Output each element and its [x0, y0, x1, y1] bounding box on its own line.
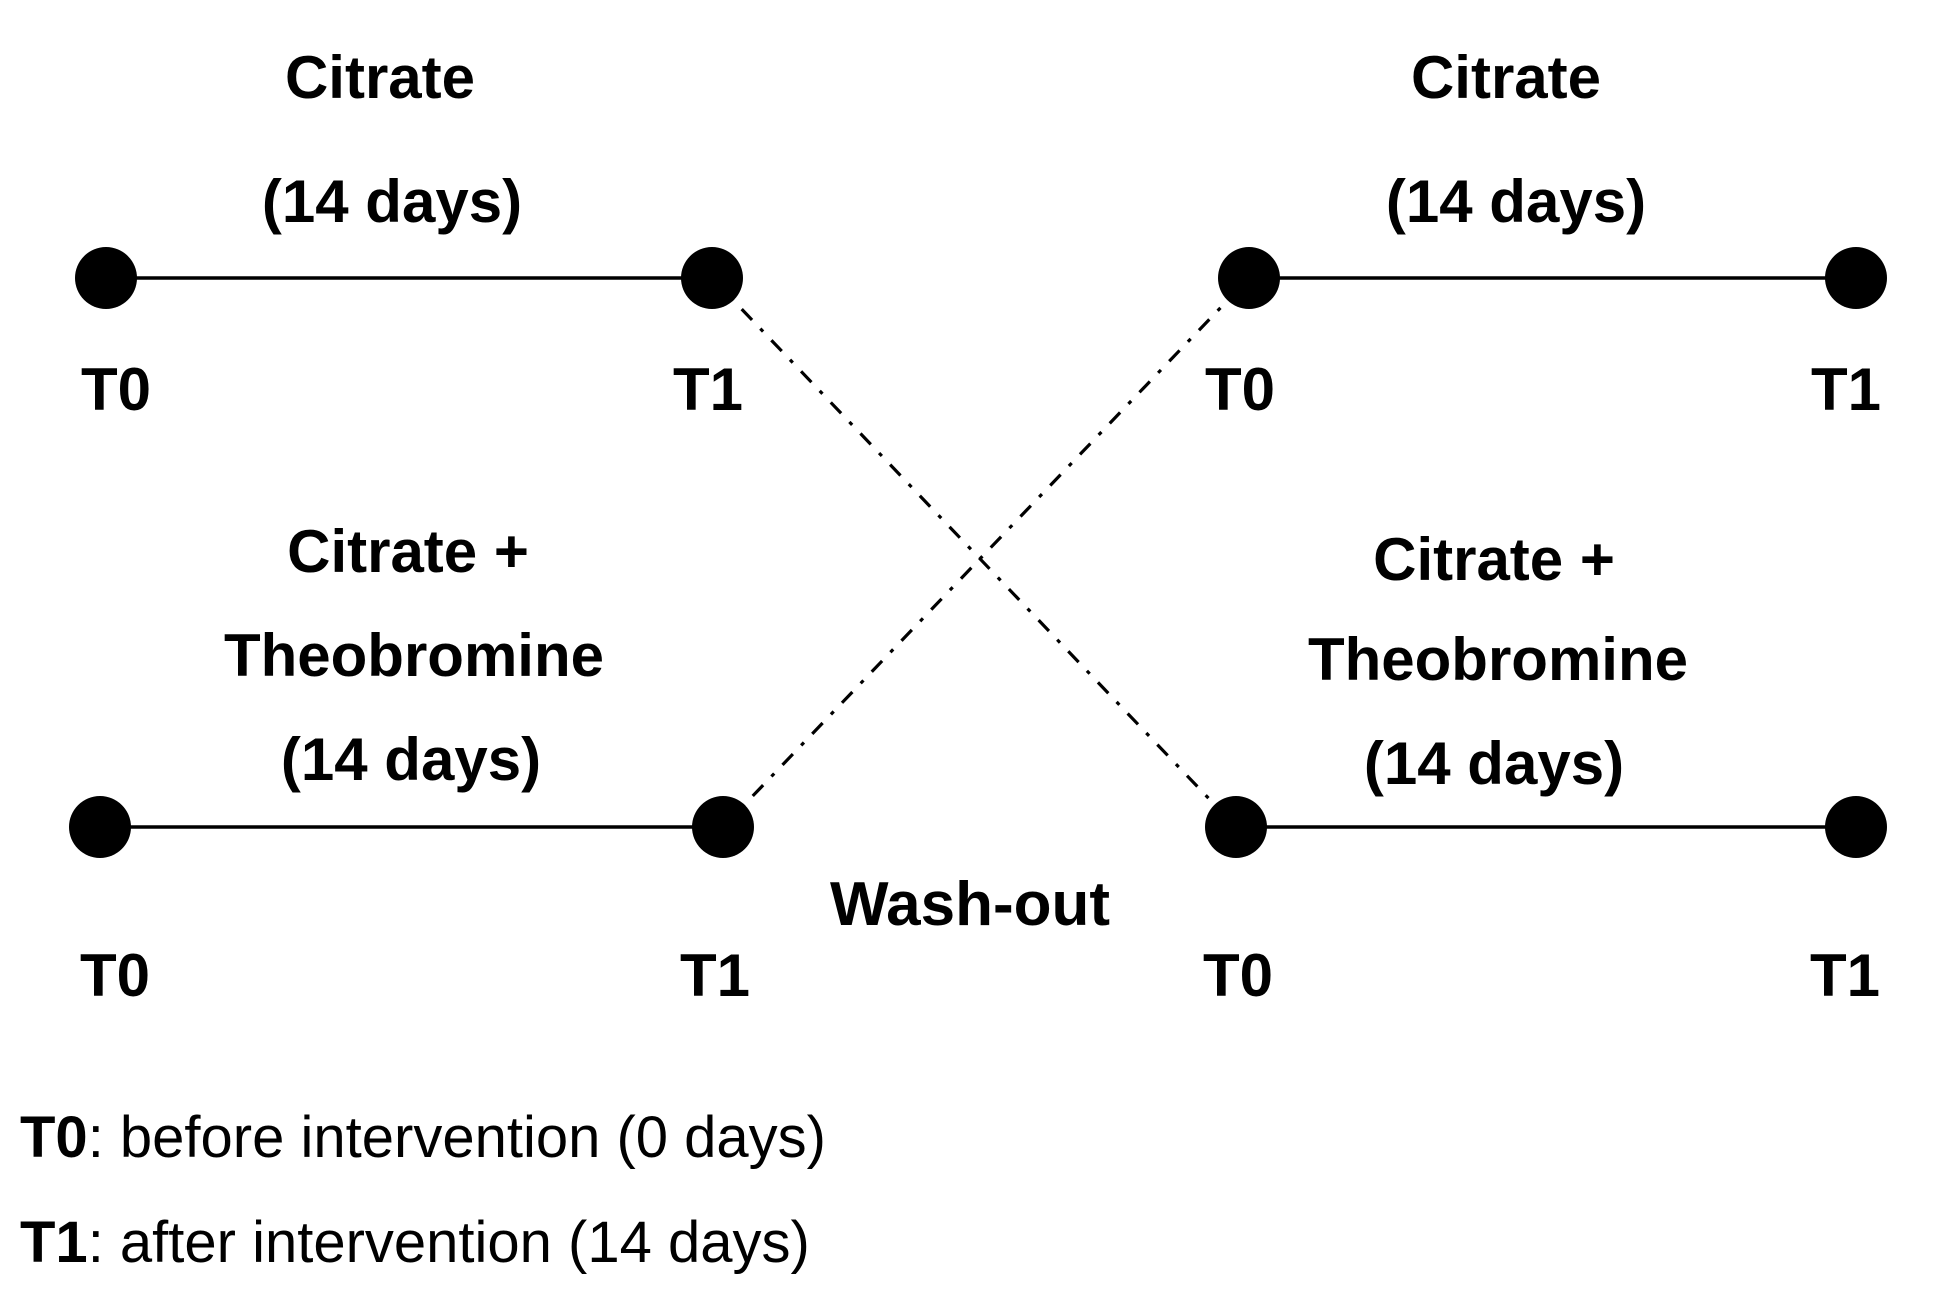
legend-definition-t0: : before intervention (0 days) [88, 1105, 826, 1170]
timepoint-dot-t0 [1218, 247, 1280, 309]
timepoint-label-t0: T0 [1205, 356, 1275, 423]
arm-title-line: Theobromine [224, 622, 604, 689]
arm-title-line: Citrate [285, 44, 475, 111]
timepoint-label-t1: T1 [1811, 356, 1881, 423]
timepoint-dot-t0 [75, 247, 137, 309]
timepoint-label-t0: T0 [1203, 942, 1273, 1009]
legend-line-t0: T0: before intervention (0 days) [20, 1105, 826, 1170]
arm-top-left: Citrate (14 days) T0 T1 [75, 44, 743, 423]
timepoint-label-t0: T0 [81, 356, 151, 423]
timepoint-dot-t1 [1825, 247, 1887, 309]
timepoint-dot-t1 [1825, 796, 1887, 858]
arm-duration-line: (14 days) [1386, 168, 1646, 235]
timepoint-label-t1: T1 [680, 942, 750, 1009]
legend-line-t1: T1: after intervention (14 days) [20, 1210, 810, 1275]
timepoint-label-t1: T1 [1810, 942, 1880, 1009]
timepoint-dot-t0 [69, 796, 131, 858]
arm-duration-line: (14 days) [262, 168, 522, 235]
arm-top-right: Citrate (14 days) T0 T1 [1205, 44, 1887, 423]
timepoint-label-t1: T1 [673, 356, 743, 423]
legend-term-t1: T1 [20, 1210, 88, 1275]
arm-title-line: Citrate + [287, 518, 529, 585]
timepoint-dot-t1 [692, 796, 754, 858]
legend-term-t0: T0 [20, 1105, 88, 1170]
arm-duration-line: (14 days) [281, 726, 541, 793]
washout-label: Wash-out [830, 870, 1110, 939]
timepoint-label-t0: T0 [80, 942, 150, 1009]
arm-bottom-left: Citrate + Theobromine (14 days) T0 T1 [69, 518, 754, 1009]
legend-definition-t1: : after intervention (14 days) [88, 1210, 810, 1275]
timepoint-dot-t0 [1205, 796, 1267, 858]
arm-duration-line: (14 days) [1364, 730, 1624, 797]
arm-bottom-right: Citrate + Theobromine (14 days) T0 T1 [1203, 526, 1887, 1009]
legend: T0: before intervention (0 days) T1: aft… [20, 1105, 826, 1275]
arm-title-line: Citrate [1411, 44, 1601, 111]
arm-title-line: Citrate + [1373, 526, 1615, 593]
washout-line-upward [721, 276, 1251, 829]
washout-crossover: Wash-out [710, 276, 1251, 939]
timepoint-dot-t1 [681, 247, 743, 309]
washout-line-downward [710, 276, 1238, 829]
arm-title-line: Theobromine [1308, 626, 1688, 693]
